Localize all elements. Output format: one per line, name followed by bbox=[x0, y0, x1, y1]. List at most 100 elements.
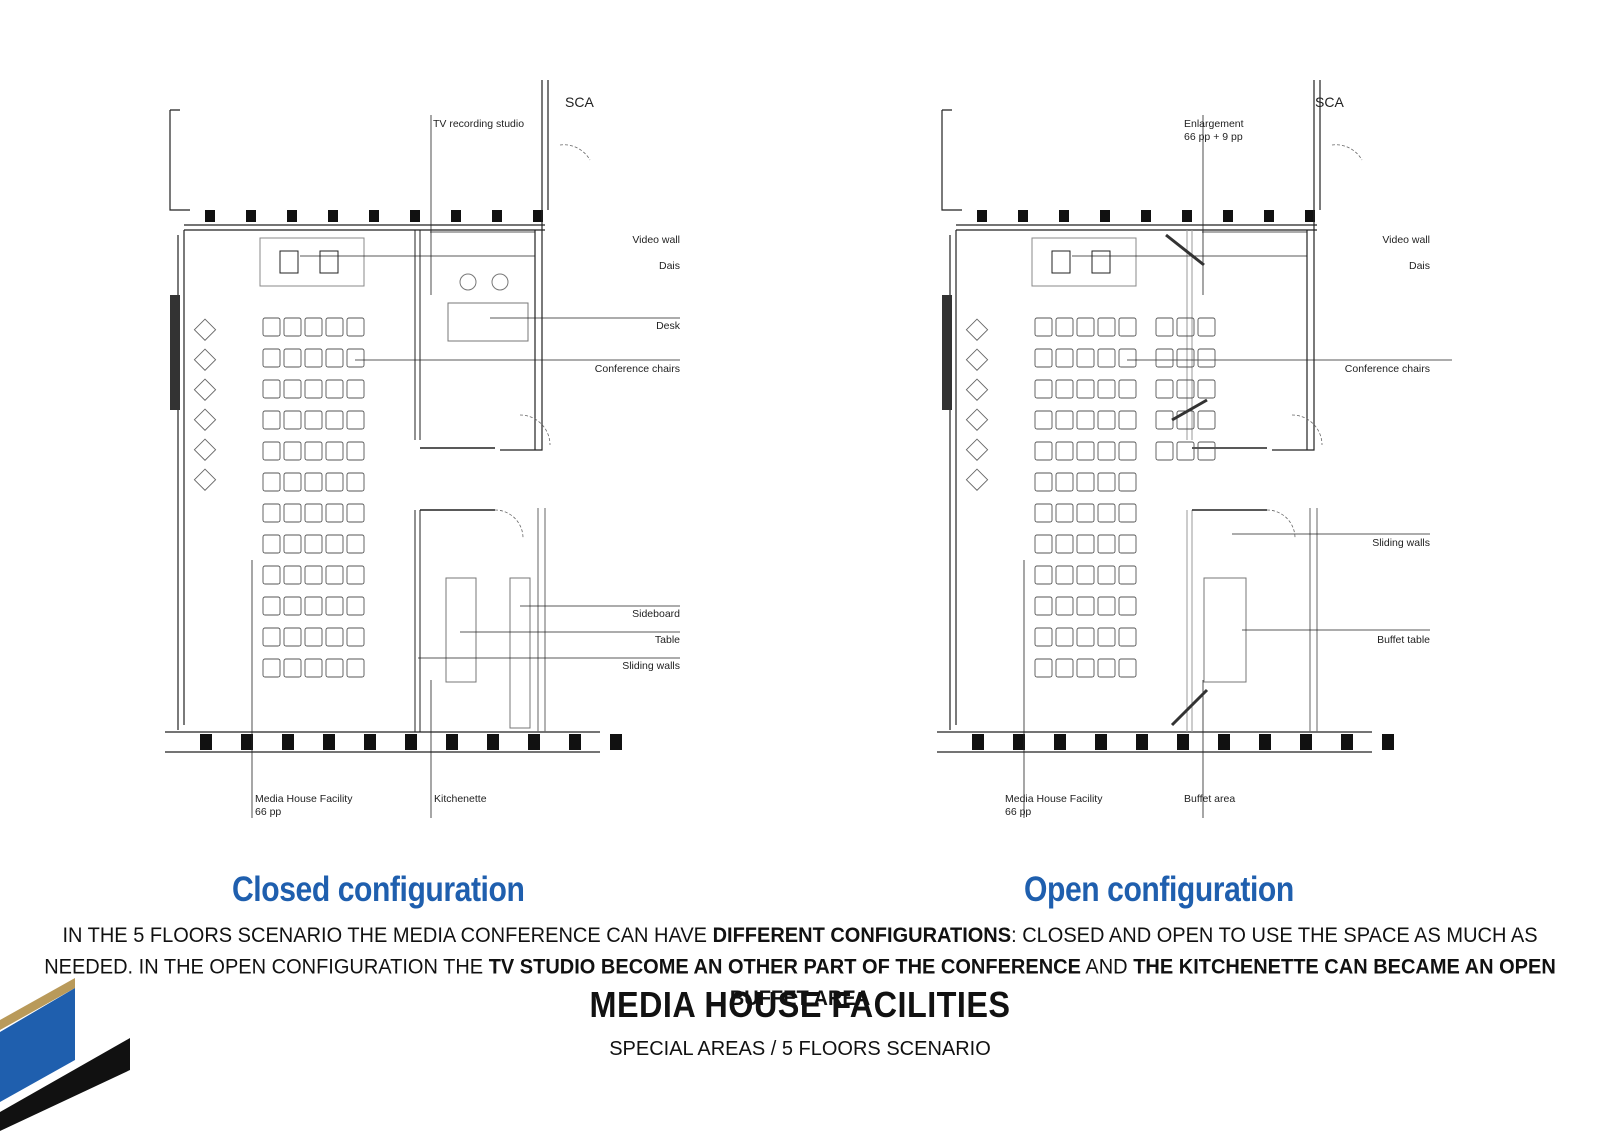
conference-chair bbox=[262, 503, 281, 523]
conference-chair bbox=[1076, 503, 1095, 523]
conference-chair bbox=[1176, 317, 1195, 337]
label-media-house-facility: Media House Facility 66 pp bbox=[1005, 793, 1102, 819]
conference-chair bbox=[346, 441, 365, 461]
label-media-house-line1: Media House Facility bbox=[255, 793, 353, 805]
conference-chair bbox=[1055, 317, 1074, 337]
side-chair bbox=[193, 408, 217, 431]
column bbox=[446, 734, 458, 750]
conference-chair bbox=[262, 658, 281, 678]
column bbox=[200, 734, 212, 750]
label-buffet-area: Buffet area bbox=[1184, 793, 1236, 805]
conference-chair bbox=[1055, 379, 1074, 399]
conference-chair bbox=[1076, 658, 1095, 678]
conference-chair bbox=[1197, 410, 1216, 430]
sca-label: SCA bbox=[1315, 94, 1344, 110]
bottom-wall bbox=[165, 731, 600, 753]
column bbox=[1264, 210, 1274, 222]
studio-wall bbox=[1272, 230, 1315, 451]
conference-chair bbox=[1034, 379, 1053, 399]
column bbox=[610, 734, 622, 750]
conference-chair bbox=[262, 596, 281, 616]
conference-chair bbox=[1034, 348, 1053, 368]
conference-chair bbox=[304, 410, 323, 430]
conference-chair bbox=[1034, 658, 1053, 678]
plan-open: SCA Enlargement 66 pp + 9 pp Video wall … bbox=[932, 70, 1492, 840]
conference-chair bbox=[1097, 534, 1116, 554]
column bbox=[246, 210, 256, 222]
conference-chair bbox=[304, 534, 323, 554]
conference-chair bbox=[346, 534, 365, 554]
partition-wall bbox=[414, 230, 421, 732]
conference-chair bbox=[283, 472, 302, 492]
conference-chair bbox=[283, 503, 302, 523]
label-desk: Desk bbox=[656, 320, 680, 332]
conference-chair bbox=[304, 348, 323, 368]
conference-chair bbox=[1034, 534, 1053, 554]
column bbox=[1177, 734, 1189, 750]
corner-stripes-decoration bbox=[0, 978, 130, 1131]
column bbox=[1305, 210, 1315, 222]
column bbox=[1218, 734, 1230, 750]
conference-chair bbox=[1034, 317, 1053, 337]
conference-chair bbox=[1055, 441, 1074, 461]
desc-part-3: AND bbox=[1080, 955, 1134, 979]
conference-chair bbox=[1034, 596, 1053, 616]
column bbox=[492, 210, 502, 222]
side-chair bbox=[965, 348, 989, 371]
column bbox=[1018, 210, 1028, 222]
conference-chair bbox=[1097, 627, 1116, 647]
conference-chair bbox=[1076, 472, 1095, 492]
conference-chair bbox=[1097, 348, 1116, 368]
conference-chair bbox=[1176, 348, 1195, 368]
camera bbox=[491, 273, 509, 291]
conference-chair bbox=[325, 596, 344, 616]
tv-studio-label: TV recording studio bbox=[433, 118, 525, 130]
conference-chair bbox=[1097, 503, 1116, 523]
conference-chair bbox=[283, 627, 302, 647]
conference-chair bbox=[325, 472, 344, 492]
outer-walls bbox=[177, 224, 545, 730]
conference-chair bbox=[1118, 441, 1137, 461]
conference-chair bbox=[1076, 596, 1095, 616]
conference-chair bbox=[304, 596, 323, 616]
conference-chair bbox=[1076, 410, 1095, 430]
closed-configuration-title: Closed configuration bbox=[232, 870, 525, 909]
outer-walls bbox=[949, 224, 1317, 730]
conference-chair bbox=[1118, 627, 1137, 647]
label-buffet-table: Buffet table bbox=[1377, 634, 1430, 646]
side-chair bbox=[965, 378, 989, 401]
conference-chair bbox=[1118, 348, 1137, 368]
left-wall-strip bbox=[170, 295, 180, 410]
column bbox=[205, 210, 215, 222]
column bbox=[287, 210, 297, 222]
conference-chair bbox=[346, 503, 365, 523]
column bbox=[1382, 734, 1394, 750]
conference-chair bbox=[1176, 441, 1195, 461]
kitchen-table bbox=[445, 577, 477, 683]
door-swing bbox=[1266, 509, 1296, 539]
dais-chair bbox=[279, 250, 299, 274]
side-chair bbox=[193, 318, 217, 341]
door-swing bbox=[494, 509, 524, 539]
corridor-walls bbox=[1192, 447, 1267, 511]
column bbox=[241, 734, 253, 750]
column bbox=[1095, 734, 1107, 750]
conference-chair bbox=[283, 596, 302, 616]
desc-bold-2: TV STUDIO BECOME AN OTHER PART OF THE CO… bbox=[488, 955, 1081, 979]
conference-chair bbox=[1097, 441, 1116, 461]
conference-chair bbox=[1034, 472, 1053, 492]
conference-chair bbox=[1155, 441, 1174, 461]
conference-chair bbox=[1118, 565, 1137, 585]
conference-chair bbox=[346, 627, 365, 647]
conference-chair bbox=[304, 317, 323, 337]
conference-chair bbox=[304, 565, 323, 585]
conference-chair bbox=[283, 658, 302, 678]
enlargement-line2: 66 pp + 9 pp bbox=[1184, 131, 1243, 143]
conference-chair bbox=[1034, 565, 1053, 585]
right-shaft-wall bbox=[1313, 80, 1321, 230]
conference-chair bbox=[1076, 627, 1095, 647]
conference-chair bbox=[325, 565, 344, 585]
conference-chair bbox=[1155, 317, 1174, 337]
conference-chair bbox=[1155, 348, 1174, 368]
desc-bold-1: DIFFERENT CONFIGURATIONS bbox=[712, 923, 1012, 948]
